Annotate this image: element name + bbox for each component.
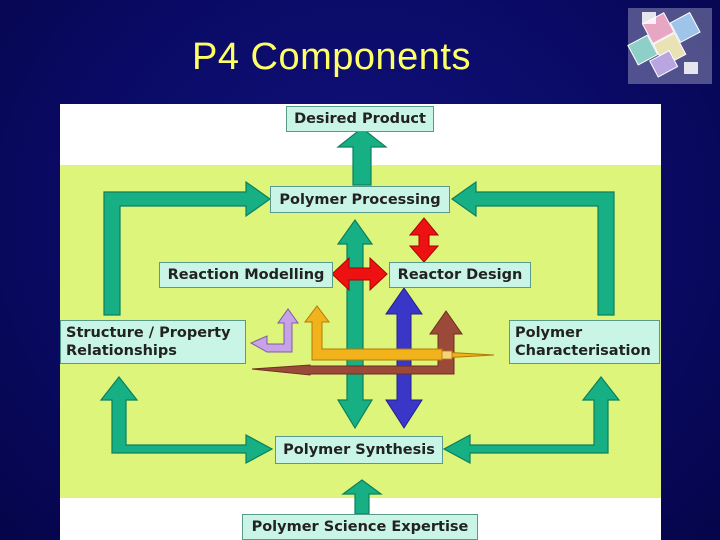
polymer-processing-label: Polymer Processing bbox=[279, 191, 441, 208]
arrow-loop-left-top bbox=[103, 180, 272, 316]
arrow-red-processing-reactor bbox=[408, 217, 440, 263]
slide-title: P4 Components bbox=[192, 36, 471, 78]
polymer-processing-box: Polymer Processing bbox=[270, 186, 450, 213]
university-crest-logo bbox=[627, 8, 712, 84]
arrow-up-to-desired-product bbox=[336, 127, 388, 186]
reactor-design-label: Reactor Design bbox=[397, 267, 523, 283]
desired-product-box: Desired Product bbox=[286, 106, 434, 132]
reactor-design-box: Reactor Design bbox=[389, 262, 531, 288]
arrow-red-modelling-design bbox=[331, 256, 388, 292]
arrow-brown-characterisation bbox=[251, 310, 463, 376]
arrow-loop-right-top bbox=[450, 180, 615, 316]
polymer-characterisation-box: Polymer Characterisation bbox=[509, 320, 660, 364]
characterisation-label-line2: Characterisation bbox=[515, 343, 651, 359]
reaction-modelling-box: Reaction Modelling bbox=[159, 262, 333, 288]
arrow-orange-property-characterisation bbox=[304, 305, 495, 361]
reaction-modelling-label: Reaction Modelling bbox=[167, 267, 325, 283]
characterisation-label-line1: Polymer bbox=[515, 325, 583, 341]
arrow-bracket-bottom-right-shape bbox=[442, 376, 621, 465]
desired-product-label: Desired Product bbox=[294, 111, 426, 127]
polymer-science-expertise-box: Polymer Science Expertise bbox=[242, 514, 478, 540]
arrow-bracket-bottom-left-shape bbox=[99, 376, 274, 465]
structure-property-box: Structure / Property Relationships bbox=[60, 320, 246, 364]
polymer-synthesis-label: Polymer Synthesis bbox=[283, 442, 435, 458]
structure-property-label-line1: Structure / Property bbox=[66, 325, 231, 341]
polymer-science-expertise-label: Polymer Science Expertise bbox=[251, 519, 469, 535]
arrow-purple-structure-property bbox=[249, 308, 299, 353]
arrow-vertical-synthesis-processing bbox=[336, 218, 374, 430]
polymer-synthesis-box: Polymer Synthesis bbox=[275, 436, 443, 464]
arrow-up-from-science-expertise bbox=[341, 479, 383, 515]
structure-property-label-line2: Relationships bbox=[66, 343, 177, 359]
